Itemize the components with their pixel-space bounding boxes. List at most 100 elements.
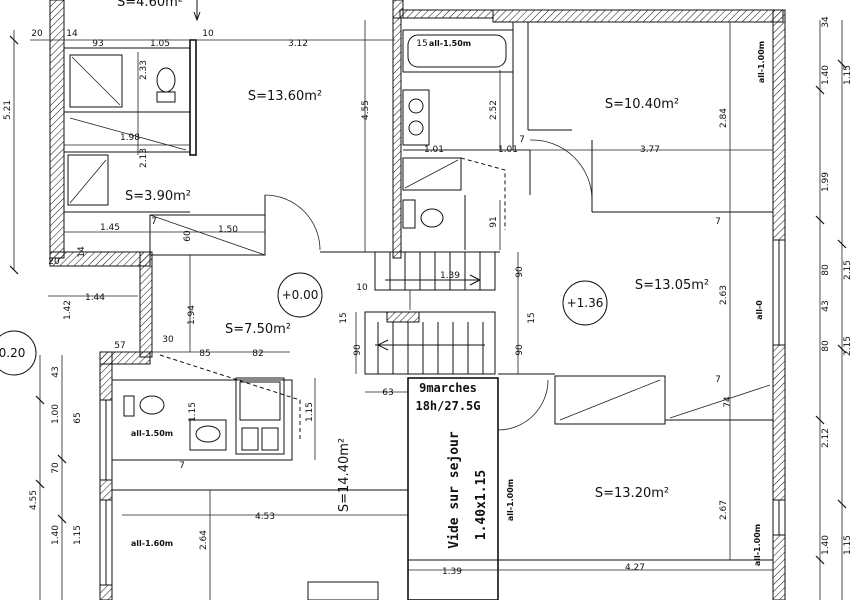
dim-label: 20 bbox=[48, 257, 60, 267]
dim-label: 1.40 bbox=[821, 65, 831, 85]
room-area-bedroom-4: S=13.20m² bbox=[595, 486, 669, 501]
dim-label: 74 bbox=[723, 396, 733, 408]
dim-label: 1.15 bbox=[305, 402, 315, 422]
dim-label: 70 bbox=[51, 462, 61, 474]
dim-label: 1.98 bbox=[120, 133, 140, 143]
dim-label: 43 bbox=[51, 366, 61, 377]
window-label-void: all-1.00m bbox=[506, 479, 515, 521]
dim-label: 80 bbox=[821, 340, 831, 352]
dim-label: 2.12 bbox=[821, 428, 831, 448]
wall-top-right bbox=[492, 9, 784, 23]
dimension-labels: 20 14 93 1.05 10 3.12 15 2.33 2.13 5.21 … bbox=[3, 16, 853, 577]
dim-label: 1.15 bbox=[843, 535, 853, 555]
dim-label: 4.27 bbox=[625, 563, 645, 573]
dim-label: 1.39 bbox=[440, 271, 460, 281]
window-labels: all-1.50m all-1.00m all-0 all-1.50m all-… bbox=[131, 39, 766, 566]
dim-label: 1.50 bbox=[218, 225, 238, 235]
dim-label: 80 bbox=[821, 264, 831, 276]
wall-left-top bbox=[49, 0, 65, 259]
dim-label: 1.01 bbox=[424, 145, 444, 155]
dim-label: 14 bbox=[66, 29, 78, 39]
dim-label: 90 bbox=[353, 344, 363, 356]
room-area-wc-top: S=4.60m² bbox=[117, 0, 183, 10]
dim-label: 3.77 bbox=[640, 145, 660, 155]
dim-label: 2.15 bbox=[843, 336, 853, 356]
dim-label: 1.40 bbox=[51, 525, 61, 545]
dim-label: 1.94 bbox=[187, 305, 197, 325]
dimension-lines bbox=[9, 20, 847, 600]
window-label-bath: all-1.50m bbox=[429, 39, 471, 48]
room-area-bedroom-3: S=13.05m² bbox=[635, 278, 709, 293]
dim-label: 15 bbox=[339, 312, 349, 323]
room-area-hall: S=7.50m² bbox=[225, 322, 291, 337]
room-area-bedroom-2: S=10.40m² bbox=[605, 97, 679, 112]
window-openings bbox=[99, 239, 786, 586]
wall-top-bath bbox=[399, 9, 494, 19]
dim-label: 85 bbox=[199, 349, 210, 359]
dim-label: 1.42 bbox=[63, 300, 73, 320]
dim-label: 10 bbox=[356, 283, 368, 293]
dim-label: 1.15 bbox=[73, 525, 83, 545]
dim-label: 2.63 bbox=[719, 285, 729, 305]
dim-label: 93 bbox=[92, 39, 103, 49]
dim-label: 91 bbox=[489, 216, 499, 227]
dim-label: 1.01 bbox=[498, 145, 518, 155]
window-label-living: all-1.60m bbox=[131, 539, 173, 548]
wall-partition-bath bbox=[392, 17, 402, 259]
dim-label: 2.67 bbox=[719, 500, 729, 520]
window-label-wc: all-1.50m bbox=[131, 429, 173, 438]
level-label-left: 0.20 bbox=[0, 346, 25, 360]
dim-label: 82 bbox=[252, 349, 263, 359]
dim-label: 7 bbox=[715, 375, 721, 385]
dim-label: 7 bbox=[715, 217, 721, 227]
dim-label: 1.05 bbox=[150, 39, 170, 49]
dim-label: 15 bbox=[416, 39, 427, 49]
wall-right-bottom bbox=[772, 534, 786, 600]
dim-label: 30 bbox=[162, 335, 174, 345]
level-marker-left bbox=[0, 330, 37, 376]
dim-label: 7 bbox=[151, 217, 157, 227]
partitions bbox=[64, 0, 773, 600]
stair-ratio-label: 18h/27.5G bbox=[415, 399, 480, 413]
wall-left-step bbox=[49, 251, 151, 267]
stair-count-label: 9marches bbox=[419, 381, 477, 395]
dim-label: 65 bbox=[73, 412, 83, 423]
dim-label: 2.33 bbox=[139, 60, 149, 80]
room-area-bedroom-1: S=13.60m² bbox=[248, 89, 322, 104]
room-area-bathroom: S=3.90m² bbox=[125, 189, 191, 204]
dim-label: 2.64 bbox=[199, 530, 209, 550]
dim-label: 2.15 bbox=[843, 260, 853, 280]
level-label-upper: +1.36 bbox=[567, 296, 604, 310]
wall-corridor-left bbox=[139, 251, 153, 358]
level-label-ground: +0.00 bbox=[282, 288, 319, 302]
dim-label: 1.45 bbox=[100, 223, 120, 233]
level-marker-upper bbox=[562, 280, 608, 326]
stair-annotations: 9marches 18h/27.5G Vide sur sejour 1.40x… bbox=[415, 381, 489, 549]
wall-right-top bbox=[772, 9, 786, 241]
level-markers: +0.00 +1.36 0.20 bbox=[0, 272, 608, 376]
room-area-labels: S=13.60m² S=10.40m² S=3.90m² S=13.05m² S… bbox=[117, 0, 709, 512]
void-title-label: Vide sur sejour bbox=[447, 431, 462, 549]
dim-label: 2.13 bbox=[139, 148, 149, 168]
void-size-label: 1.40x1.15 bbox=[474, 470, 489, 540]
dim-label: 4.53 bbox=[255, 512, 275, 522]
dim-label: 20 bbox=[31, 29, 43, 39]
dim-label: 1.40 bbox=[821, 535, 831, 555]
dim-label: 1.44 bbox=[85, 293, 105, 303]
dim-label: 14 bbox=[77, 246, 87, 258]
dim-label: 34 bbox=[821, 16, 831, 28]
dim-label: 2.52 bbox=[489, 100, 499, 120]
dim-label: 4.55 bbox=[29, 490, 39, 510]
dim-label: 1.15 bbox=[188, 402, 198, 422]
dim-label: 4.55 bbox=[361, 100, 371, 120]
dim-label: 1.39 bbox=[442, 567, 462, 577]
level-marker-ground bbox=[277, 272, 323, 318]
dim-label: 5.21 bbox=[3, 100, 13, 120]
dim-label: 3.12 bbox=[288, 39, 308, 49]
dim-label: 2.84 bbox=[719, 108, 729, 128]
dim-label: 1.00 bbox=[51, 404, 61, 424]
dim-label: 1.99 bbox=[821, 172, 831, 192]
dim-label: 7 bbox=[519, 135, 525, 145]
wall-right-mid bbox=[772, 344, 786, 501]
